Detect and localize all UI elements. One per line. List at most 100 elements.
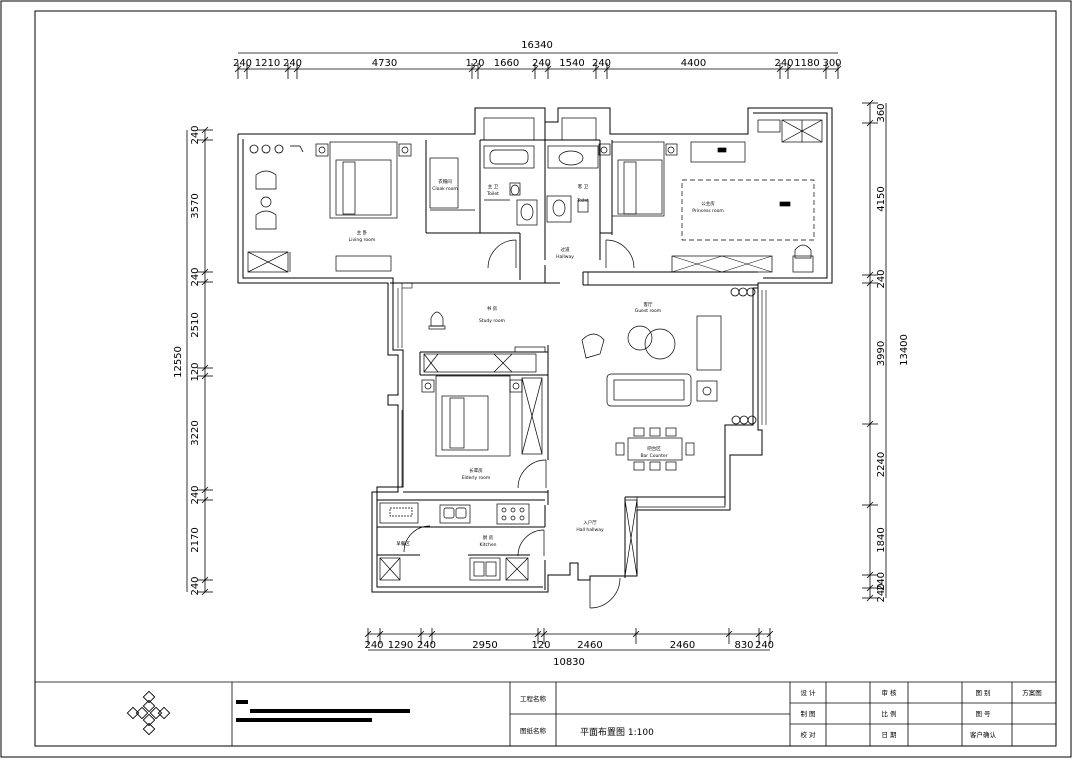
left-dim-6: 240 — [190, 485, 201, 504]
bottom-dimensions — [364, 628, 774, 651]
living-plants — [730, 287, 757, 425]
princess-wardrobe-cross — [671, 255, 773, 273]
drawing-name-label: 图纸名称 — [520, 726, 547, 735]
bottom-dim-2: 240 — [417, 640, 436, 651]
left-dim-2: 240 — [190, 267, 201, 286]
scale-label: 比 例 — [881, 709, 896, 718]
left-dim-5: 3220 — [190, 420, 201, 445]
elder-label-cn: 长辈房 — [469, 467, 483, 474]
princess-label-en: Princess room — [692, 208, 724, 214]
walls — [237, 107, 833, 593]
category-label: 图 别 — [975, 688, 990, 697]
left-dimensions — [186, 126, 213, 596]
cloak-label-en: Cloak room — [432, 186, 458, 192]
check-label: 校 对 — [800, 730, 816, 739]
right-dim-5: 1840 — [876, 527, 887, 552]
dining-label-cn: 早餐区 — [396, 540, 410, 547]
top-dim-2: 240 — [283, 58, 302, 69]
right-total-dim: 13400 — [899, 334, 910, 366]
kitchen — [379, 502, 545, 581]
bottom-dim-6: 2460 — [670, 640, 695, 651]
master-bedroom — [247, 141, 412, 273]
right-dim-3: 3990 — [876, 341, 887, 366]
entry-label-en: Hall hallway — [576, 527, 604, 533]
left-dim-0: 240 — [190, 125, 201, 144]
guest-label-en: Guest room — [635, 308, 661, 314]
cloak-label-cn: 衣帽间 — [438, 178, 452, 185]
princess-room — [587, 119, 823, 285]
category-value: 方案图 — [1022, 688, 1042, 697]
entry-hall — [589, 496, 726, 609]
top-dim-6: 240 — [532, 58, 551, 69]
project-name-label: 工程名称 — [520, 694, 547, 703]
right-dim-1: 4150 — [876, 186, 887, 211]
right-dim-7: 240 — [876, 583, 887, 602]
toilet1-label-en: Toilet — [486, 191, 499, 197]
top-dim-7: 1540 — [559, 58, 584, 69]
top-dim-12: 300 — [822, 58, 841, 69]
bottom-dim-8: 240 — [755, 640, 774, 651]
entry-label-cn: 入户厅 — [583, 519, 597, 526]
kitchen-label-cn: 厨 房 — [483, 534, 494, 541]
toilet1-label-cn: 主 卫 — [488, 183, 499, 190]
bottom-dim-5: 2460 — [577, 640, 602, 651]
review-label: 审 核 — [881, 688, 897, 697]
study-room — [428, 311, 446, 330]
client-confirm-label: 客户确认 — [970, 730, 997, 739]
left-dim-1: 3570 — [190, 193, 201, 218]
master-label-cn: 主 卧 — [357, 229, 368, 236]
top-dim-10: 240 — [774, 58, 793, 69]
inner-border — [34, 10, 1057, 747]
hallway-label-en: Hallway — [556, 254, 574, 260]
toilet-fixtures — [483, 117, 599, 226]
top-dim-0: 240 — [233, 58, 252, 69]
number-label: 图 号 — [975, 710, 991, 718]
bottom-dim-7: 830 — [734, 640, 753, 651]
right-dim-0: 360 — [876, 103, 887, 122]
bottom-dim-1: 1290 — [388, 640, 413, 651]
top-dim-5: 1660 — [494, 58, 519, 69]
top-dim-4: 120 — [465, 58, 484, 69]
bar-label-en: Bar Counter — [640, 453, 667, 459]
drawing-label: 制 图 — [800, 709, 815, 718]
title-block — [35, 681, 1056, 746]
bottom-total-dim: 10830 — [553, 657, 585, 668]
toilet2-label-en: Toilet — [576, 198, 589, 204]
elder-label-en: Elderly room — [462, 475, 491, 481]
top-dim-1: 1210 — [255, 58, 280, 69]
top-total-dim: 16340 — [521, 40, 553, 51]
elder-room — [421, 346, 547, 489]
princess-label-cn: 公主房 — [701, 200, 715, 207]
cloak-room — [429, 157, 475, 211]
top-dim-3: 4730 — [372, 58, 397, 69]
hallway-doors — [487, 239, 635, 269]
master-label-en: Living room — [349, 237, 375, 243]
living-window — [761, 290, 767, 425]
left-total-dim: 12550 — [173, 346, 184, 378]
drawing-name: 平面布置图 1:100 — [580, 726, 654, 738]
hallway-label-cn: 过道 — [561, 246, 570, 253]
date-label: 日 期 — [881, 731, 897, 739]
right-dim-6: 240 — [876, 572, 887, 591]
redacted-company-name — [236, 700, 410, 722]
bottom-dim-4: 120 — [531, 640, 550, 651]
bar-label-cn: 吧台区 — [647, 445, 661, 452]
study-label-cn: 书 房 — [487, 305, 498, 312]
guest-room — [581, 315, 722, 471]
bottom-dim-0: 240 — [364, 640, 383, 651]
toilet2-label-cn: 客 卫 — [578, 183, 589, 190]
bottom-dim-3: 2950 — [472, 640, 497, 651]
top-dim-9: 4400 — [681, 58, 706, 69]
top-dim-11: 1180 — [794, 58, 819, 69]
left-dim-3: 2510 — [190, 312, 201, 337]
study-label-en: Study room — [479, 318, 505, 324]
master-plants — [249, 144, 304, 154]
left-dim-4: 120 — [190, 362, 201, 381]
study-window — [397, 282, 413, 487]
kitchen-label-en: Kitchen — [480, 542, 497, 548]
right-dim-2: 240 — [876, 269, 887, 288]
right-dimensions — [862, 99, 887, 602]
design-label: 设 计 — [800, 688, 816, 697]
